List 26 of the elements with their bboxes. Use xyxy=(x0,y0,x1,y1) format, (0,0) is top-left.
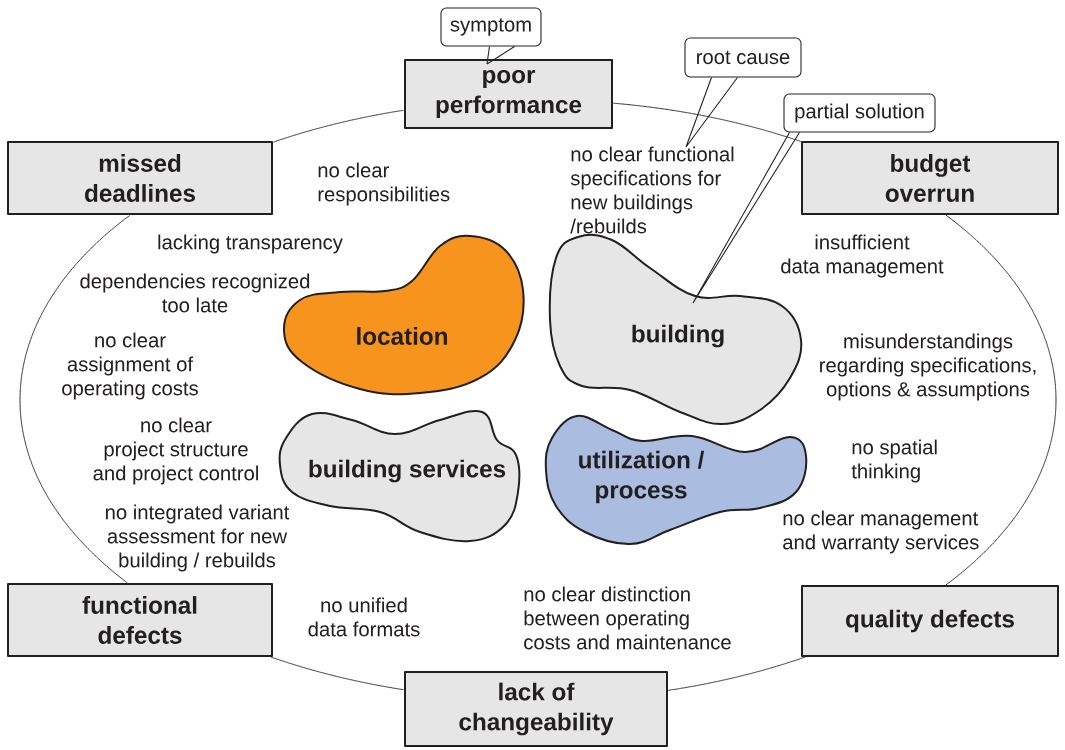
callout-tail xyxy=(692,132,800,304)
problem-box: missed deadlines xyxy=(7,141,273,215)
cause-text: misunderstandings regarding specifications, options & assumptions xyxy=(820,333,1036,401)
cause-text: no clear responsibilities xyxy=(318,162,450,206)
problem-box: lack of changeability xyxy=(404,671,668,747)
ellipse-arc xyxy=(270,656,404,691)
ellipse-arc xyxy=(667,656,806,691)
cause-text: no clear distinction between operating costs and maintenance xyxy=(524,586,731,650)
cause-text: no unified data formats xyxy=(308,597,420,637)
ellipse-arc xyxy=(945,214,1057,586)
ellipse-arc xyxy=(19,215,130,584)
problem-box: budget overrun xyxy=(801,141,1059,215)
problem-box: quality defects xyxy=(801,585,1059,657)
speech-bubble: root cause xyxy=(684,37,802,78)
problem-box: poor performance xyxy=(404,59,613,129)
cause-text: no clear functional specifications for new buildings /rebuilds xyxy=(570,146,734,234)
ellipse-arc xyxy=(612,102,802,142)
callout-tail xyxy=(685,77,738,148)
speech-bubble: symptom xyxy=(440,7,542,47)
cause-text: no clear project structure and project control xyxy=(93,417,258,485)
cause-text: no clear assignment of operating costs xyxy=(62,332,198,400)
problem-box: functional defects xyxy=(7,583,273,657)
ellipse-arc xyxy=(273,109,404,143)
cause-text: no spatial thinking xyxy=(851,439,937,483)
callout-tail xyxy=(486,46,515,65)
speech-bubble: partial solution xyxy=(783,93,936,133)
